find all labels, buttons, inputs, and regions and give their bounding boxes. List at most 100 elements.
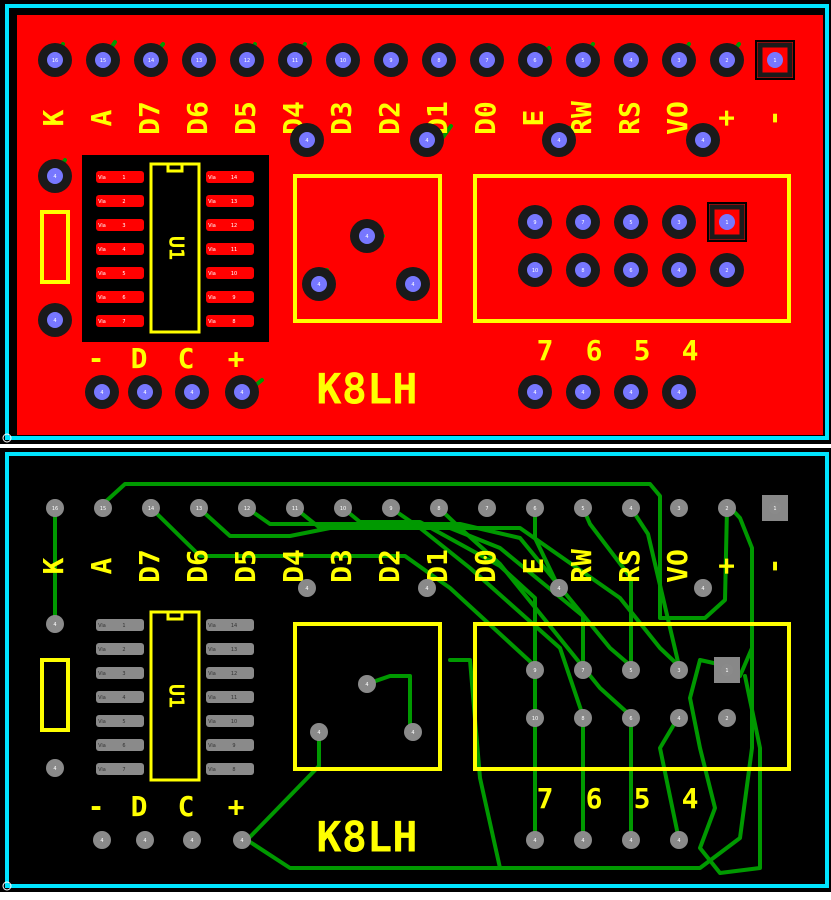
header-pin-label: D7 xyxy=(133,101,166,135)
header-pin-label: VO xyxy=(661,549,694,583)
pad-number: 15 xyxy=(100,506,106,512)
header-pin-label: D3 xyxy=(325,101,358,135)
ic-pad-tag: Via xyxy=(208,319,216,325)
ic-smd-pad xyxy=(96,739,144,751)
pad-number: 1 xyxy=(773,58,776,64)
header-pin-label: A xyxy=(85,109,118,126)
ic-pin-number: 7 xyxy=(122,319,125,325)
pad-number: 4 xyxy=(100,390,103,396)
header-pin-label: D7 xyxy=(133,549,166,583)
pad-number: 15 xyxy=(100,58,106,64)
pad-number: 9 xyxy=(389,506,392,512)
pad-hole xyxy=(49,762,61,774)
pad-hole xyxy=(673,502,685,514)
pad-hole xyxy=(577,502,589,514)
ic-pin-number: 3 xyxy=(122,671,125,677)
ic-pad-tag: Via xyxy=(98,247,106,253)
pad-hole xyxy=(671,214,687,230)
pad-hole xyxy=(234,384,250,400)
pad-hole xyxy=(671,262,687,278)
header-pin-label: K xyxy=(37,109,70,126)
connector-outline xyxy=(473,174,791,323)
pad-number: 4 xyxy=(581,390,584,396)
header-pin-label: + xyxy=(709,110,742,127)
pad-number: 4 xyxy=(317,730,320,736)
ic-smd-pad xyxy=(96,267,144,279)
pad-hole xyxy=(139,834,151,846)
pad-number: 4 xyxy=(677,268,680,274)
ic-pad-tag: Via xyxy=(208,271,216,277)
pad-hole xyxy=(47,168,63,184)
pad-hole xyxy=(529,712,541,724)
header-pin-label: D2 xyxy=(373,549,406,583)
interface-label: C xyxy=(178,342,195,375)
pad-hole xyxy=(719,214,735,230)
ic-pin-number: 13 xyxy=(231,199,237,205)
pad-number: 8 xyxy=(581,268,584,274)
pad-number: 4 xyxy=(425,586,428,592)
pad-hole xyxy=(361,678,373,690)
ic-pad-tag: Via xyxy=(208,743,216,749)
pad-number: 4 xyxy=(581,838,584,844)
pad-number: 3 xyxy=(677,668,680,674)
interface-label: D xyxy=(131,342,148,375)
pad-hole xyxy=(623,384,639,400)
pad-number: 5 xyxy=(581,58,584,64)
pad-number: 10 xyxy=(532,716,538,722)
pad-hole xyxy=(289,502,301,514)
header-pin-label: D4 xyxy=(277,549,310,583)
pad-hole xyxy=(577,834,589,846)
pad-number: 4 xyxy=(240,838,243,844)
pad-number: 4 xyxy=(533,838,536,844)
pad-number: 4 xyxy=(317,282,320,288)
pad-number: 3 xyxy=(677,220,680,226)
interface-label: D xyxy=(131,790,148,823)
pad-hole xyxy=(287,52,303,68)
pad-hole xyxy=(719,52,735,68)
ic-smd-pad xyxy=(96,643,144,655)
header-pin-label: VO xyxy=(661,101,694,135)
ic-smd-pad xyxy=(206,291,254,303)
ic-pad-tag: Via xyxy=(98,319,106,325)
pad-hole xyxy=(191,52,207,68)
ic-label: U1 xyxy=(165,236,189,260)
ic-smd-pad xyxy=(96,315,144,327)
pad-number: 9 xyxy=(533,668,536,674)
pad-clearance xyxy=(755,40,795,80)
ic-smd-pad xyxy=(206,243,254,255)
resistor-outline xyxy=(40,658,70,732)
copper-trace xyxy=(389,506,585,718)
pad-number: 9 xyxy=(533,220,536,226)
pad-hole xyxy=(239,52,255,68)
pad-number: 4 xyxy=(190,390,193,396)
ic-pin-number: 14 xyxy=(231,175,237,181)
copper-trace xyxy=(149,506,537,668)
interface-label: + xyxy=(228,790,245,823)
ic-smd-pad xyxy=(206,643,254,655)
pad-number: 1 xyxy=(773,506,776,512)
connector-label: 7 xyxy=(537,782,554,815)
pad-hole xyxy=(301,582,313,594)
pad-hole xyxy=(673,664,685,676)
pad-hole xyxy=(527,384,543,400)
ic-pin-number: 8 xyxy=(232,767,235,773)
header-pin-label: K xyxy=(37,557,70,574)
pad-number: 10 xyxy=(340,506,346,512)
ic-pad-tag: Via xyxy=(98,647,106,653)
pad-hole xyxy=(527,52,543,68)
pad-hole xyxy=(49,618,61,630)
header-pin-label: D3 xyxy=(325,549,358,583)
pad-number: 10 xyxy=(340,58,346,64)
pad-hole xyxy=(575,52,591,68)
ic-pad-tag: Via xyxy=(98,671,106,677)
ic-pin-number: 1 xyxy=(122,175,125,181)
ic-pad-tag: Via xyxy=(208,295,216,301)
ic-pin-number: 11 xyxy=(231,247,237,253)
ic-pin-number: 4 xyxy=(122,695,125,701)
pad-number: 16 xyxy=(52,506,58,512)
pad-number: 4 xyxy=(411,282,414,288)
pad-hole xyxy=(527,262,543,278)
pad-hole xyxy=(769,502,781,514)
header-pin-label: A xyxy=(85,557,118,574)
pad-number: 1 xyxy=(725,668,728,674)
